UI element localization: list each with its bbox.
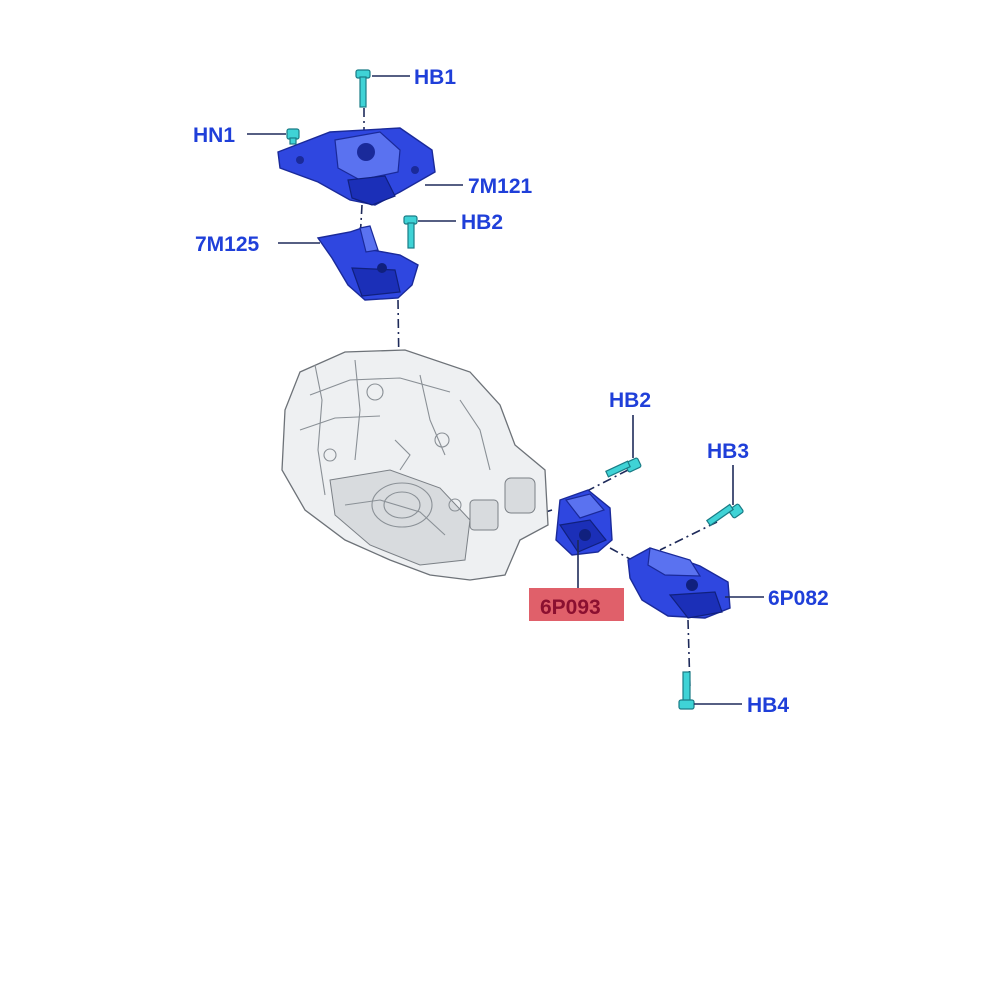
label-7m125[interactable]: 7M125 — [195, 233, 260, 256]
leader-lines — [247, 75, 764, 705]
label-6p082[interactable]: 6P082 — [768, 587, 829, 610]
bolt-hb2-mid-icon — [605, 457, 642, 478]
nut-hn1-icon — [286, 128, 300, 145]
mount-7m121 — [277, 127, 436, 206]
transmission-housing — [281, 349, 549, 581]
label-6p093[interactable]: 6P093 — [540, 596, 601, 619]
bolt-hb3-icon — [705, 503, 744, 527]
mount-6p093 — [555, 489, 613, 556]
label-hb2-mid[interactable]: HB2 — [609, 389, 651, 412]
label-hb2-top[interactable]: HB2 — [461, 211, 503, 234]
label-hb4[interactable]: HB4 — [747, 694, 789, 717]
bolt-hb2-top-icon — [403, 215, 418, 249]
mount-6p082 — [627, 547, 731, 619]
bolt-hb1-icon — [355, 69, 371, 108]
label-hn1[interactable]: HN1 — [193, 124, 235, 147]
label-hb3[interactable]: HB3 — [707, 440, 749, 463]
label-7m121[interactable]: 7M121 — [468, 175, 533, 198]
bracket-7m125 — [316, 225, 419, 301]
bolt-hb4-icon — [678, 671, 695, 710]
label-hb1[interactable]: HB1 — [414, 66, 456, 89]
highlight-box — [529, 588, 624, 621]
